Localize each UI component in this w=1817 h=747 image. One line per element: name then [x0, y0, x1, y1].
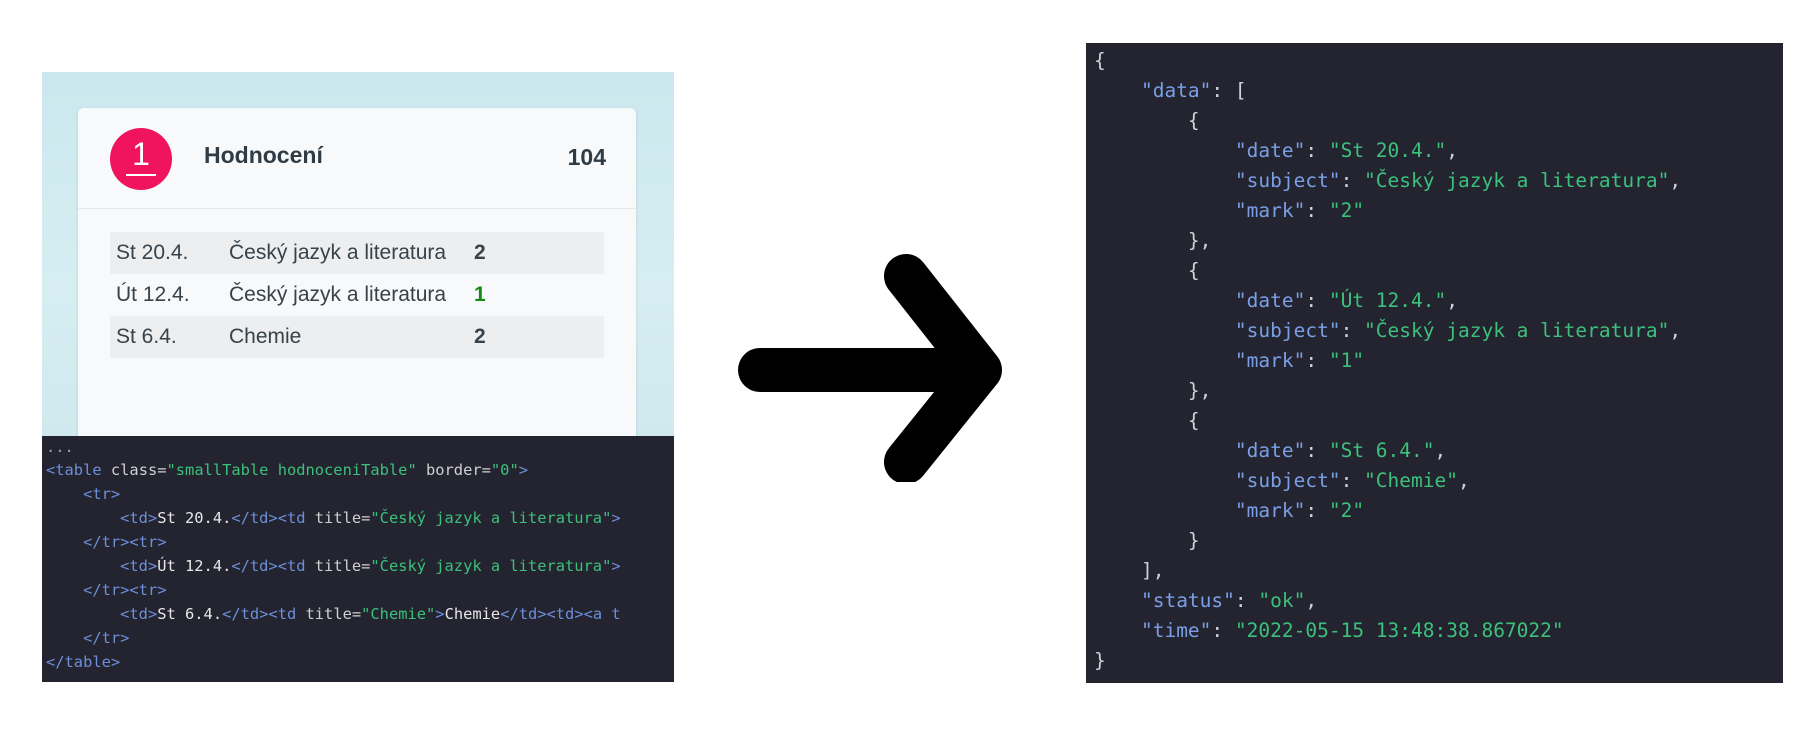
json-time-value: 2022-05-15 13:48:38.867022 — [1246, 619, 1552, 642]
badge-underline — [126, 174, 156, 176]
code-row-title: Český jazyk a literatura — [379, 509, 603, 527]
json-line: "date": "St 6.4.", — [1234, 439, 1447, 462]
row-mark: 2 — [474, 232, 604, 274]
json-line: "mark": "1" — [1234, 349, 1365, 372]
source-html-code: ... <table class="smallTable hodnoceniTa… — [42, 436, 674, 682]
code-line: <td>St 6.4.</td><td title="Chemie">Chemi… — [120, 605, 621, 623]
badge-symbol: 1 — [132, 136, 150, 172]
code-line: </table> — [46, 653, 121, 671]
json-line: } — [1187, 529, 1200, 552]
json-status-value: ok — [1270, 589, 1294, 612]
card-count: 104 — [567, 144, 606, 170]
json-date-value: St 6.4. — [1340, 439, 1423, 462]
json-line: ], — [1140, 559, 1165, 582]
json-line: "time": "2022-05-15 13:48:38.867022" — [1140, 619, 1564, 642]
json-line: "mark": "2" — [1234, 499, 1365, 522]
row-date: Út 12.4. — [116, 283, 190, 306]
json-line: }, — [1187, 229, 1212, 252]
json-mark-value: 2 — [1340, 199, 1353, 222]
row-subject: Chemie — [229, 316, 474, 358]
code-line: <tr> — [83, 485, 121, 503]
json-line: { — [1187, 259, 1200, 282]
code-line: <table class="smallTable hodnoceniTable"… — [46, 461, 528, 479]
row-subject: Český jazyk a literatura — [229, 283, 447, 306]
card-header: 1 Hodnocení 104 — [78, 108, 636, 209]
json-line: "date": "Út 12.4.", — [1234, 289, 1458, 312]
json-line: }, — [1187, 379, 1212, 402]
code-row-date: Út 12.4. — [157, 557, 232, 575]
marks-card: 1 Hodnocení 104 St 20.4. Český jazyk a l… — [78, 108, 636, 436]
table-row: St 6.4. Chemie 2 — [110, 316, 604, 358]
json-line: } — [1094, 649, 1106, 672]
source-screenshot-panel: 1 Hodnocení 104 St 20.4. Český jazyk a l… — [42, 72, 674, 682]
json-date-value: Út 12.4. — [1340, 289, 1435, 312]
json-line: "subject": "Český jazyk a literatura", — [1234, 169, 1682, 192]
code-line: </tr> — [83, 629, 130, 647]
code-row-title: Chemie — [370, 605, 427, 623]
code-line: ... — [46, 438, 74, 456]
code-table-class: smallTable hodnoceniTable — [175, 461, 408, 479]
right-arrow-icon — [738, 254, 1002, 482]
table-row: Út 12.4. Český jazyk a literatura 1 — [110, 274, 604, 316]
card-title: Hodnocení — [204, 142, 323, 168]
json-line: "subject": "Český jazyk a literatura", — [1234, 319, 1682, 342]
json-subject-value: Český jazyk a literatura — [1375, 169, 1658, 192]
code-row-date: St 20.4. — [157, 509, 232, 527]
marks-table: St 20.4. Český jazyk a literatura 2 Út 1… — [110, 232, 604, 358]
row-mark: 1 — [474, 283, 486, 306]
json-date-value: St 20.4. — [1340, 139, 1435, 162]
json-line: "subject": "Chemie", — [1234, 469, 1470, 492]
badge-icon: 1 — [110, 128, 172, 190]
code-line: <td>St 20.4.</td><td title="Český jazyk … — [120, 509, 621, 527]
json-line: { — [1187, 409, 1200, 432]
row-date: St 20.4. — [110, 232, 229, 274]
row-subject: Český jazyk a literatura — [229, 232, 474, 274]
widget-background: 1 Hodnocení 104 St 20.4. Český jazyk a l… — [42, 72, 674, 436]
json-subject-value: Chemie — [1375, 469, 1447, 492]
json-mark-value: 2 — [1340, 499, 1353, 522]
code-row-title: Český jazyk a literatura — [379, 557, 603, 575]
code-table-border: 0 — [500, 461, 510, 479]
json-output-panel: { "data": [ { "date": "St 20.4.", "subje… — [1086, 43, 1783, 683]
json-mark-value: 1 — [1340, 349, 1353, 372]
code-line: </tr><tr> — [83, 581, 167, 599]
json-line: { — [1094, 49, 1106, 72]
json-line: "status": "ok", — [1140, 589, 1318, 612]
json-line: "data": [ — [1140, 79, 1247, 102]
json-line: "date": "St 20.4.", — [1234, 139, 1458, 162]
json-line: { — [1187, 109, 1200, 132]
code-line: </tr><tr> — [83, 533, 167, 551]
code-ellipsis: ... — [46, 438, 74, 456]
code-row-date: St 6.4. — [157, 605, 223, 623]
json-line: "mark": "2" — [1234, 199, 1365, 222]
row-mark: 2 — [474, 316, 604, 358]
table-row: St 20.4. Český jazyk a literatura 2 — [110, 232, 604, 274]
row-date: St 6.4. — [110, 316, 229, 358]
code-row-text: Chemie — [444, 605, 501, 623]
code-line: <td>Út 12.4.</td><td title="Český jazyk … — [120, 557, 621, 575]
json-subject-value: Český jazyk a literatura — [1375, 319, 1658, 342]
